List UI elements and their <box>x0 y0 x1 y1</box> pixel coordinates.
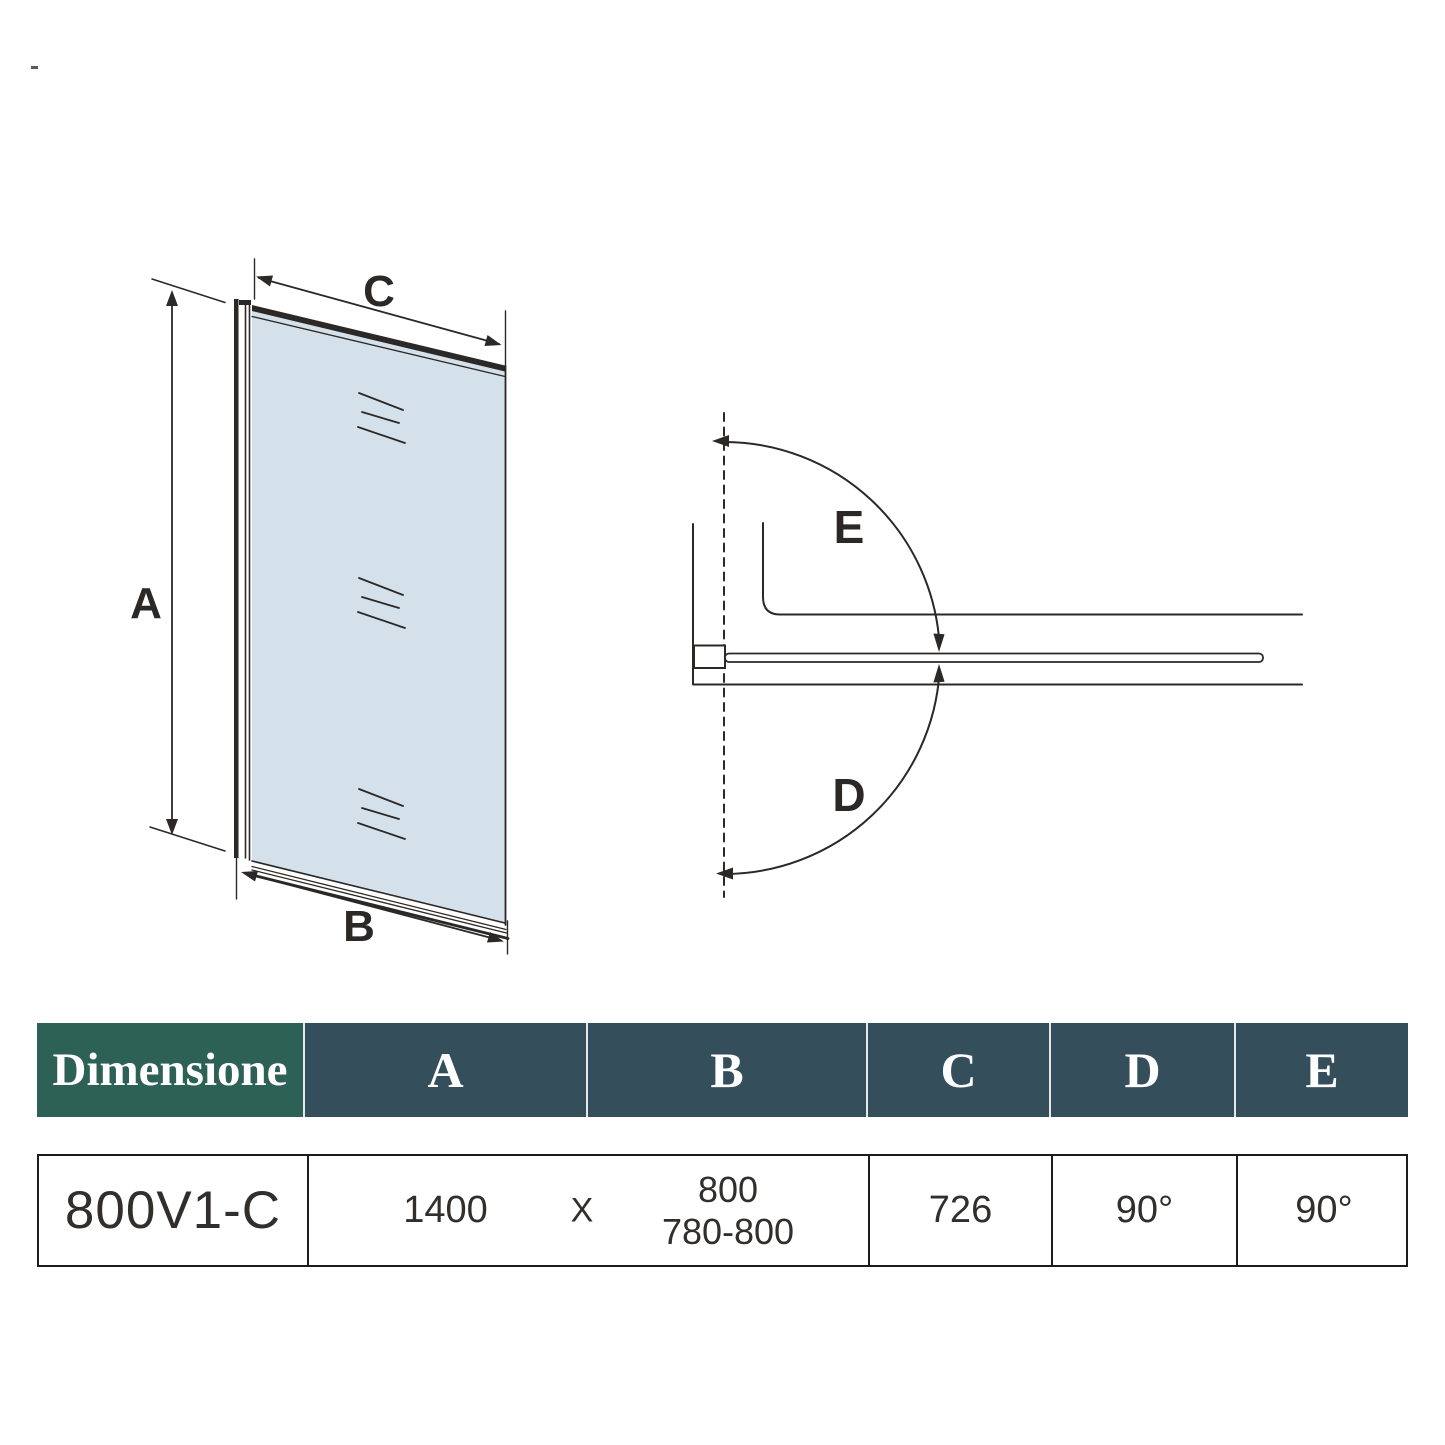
header-cell-d: D <box>1051 1023 1234 1117</box>
header-cell-a: A <box>305 1023 586 1117</box>
value-cell-e: 90° <box>1236 1156 1410 1265</box>
dimension-table-row: 800V1-C 1400 X 800 780-800 726 90° 90° <box>37 1154 1408 1267</box>
header-cell-e: E <box>1236 1023 1408 1117</box>
dim-label-a: A <box>130 579 162 628</box>
dimension-c <box>253 258 507 367</box>
door-panel-top-view <box>724 652 1264 663</box>
panel-top-rail <box>252 305 505 372</box>
value-cell-c: 726 <box>868 1156 1051 1265</box>
dim-label-c: C <box>363 267 395 316</box>
technical-diagram: A B C E D <box>130 258 1303 955</box>
tub-edge <box>762 522 1303 616</box>
header-cell-b: B <box>588 1023 866 1117</box>
width-value: 800 780-800 <box>661 1168 795 1252</box>
scan-artifact-mark <box>31 66 38 69</box>
swing-top-view <box>692 412 1303 898</box>
panel-frame-profile <box>234 299 251 858</box>
swing-arc-d <box>723 671 941 875</box>
swing-arc-e <box>723 441 941 645</box>
panel-front-view <box>149 258 510 955</box>
glass-panel <box>252 309 505 924</box>
height-width-cell: 1400 X 800 780-800 <box>307 1156 868 1265</box>
hinge-block <box>693 644 726 669</box>
dim-label-b: B <box>343 902 375 951</box>
model-cell: 800V1-C <box>64 1181 282 1240</box>
header-cell-dimensione: Dimensione <box>37 1023 303 1117</box>
header-cell-c: C <box>868 1023 1049 1117</box>
times-separator: X <box>570 1191 594 1229</box>
swing-label-e: E <box>834 501 865 553</box>
value-cell-d: 90° <box>1051 1156 1236 1265</box>
dimension-a <box>149 278 226 852</box>
swing-arrowheads <box>712 435 945 880</box>
height-value: 1400 <box>403 1189 488 1231</box>
dimension-b <box>235 855 509 955</box>
glass-reflection-marks <box>357 392 406 840</box>
dimension-table-header: Dimensione A B C D E <box>37 1023 1408 1117</box>
swing-label-d: D <box>832 769 865 821</box>
